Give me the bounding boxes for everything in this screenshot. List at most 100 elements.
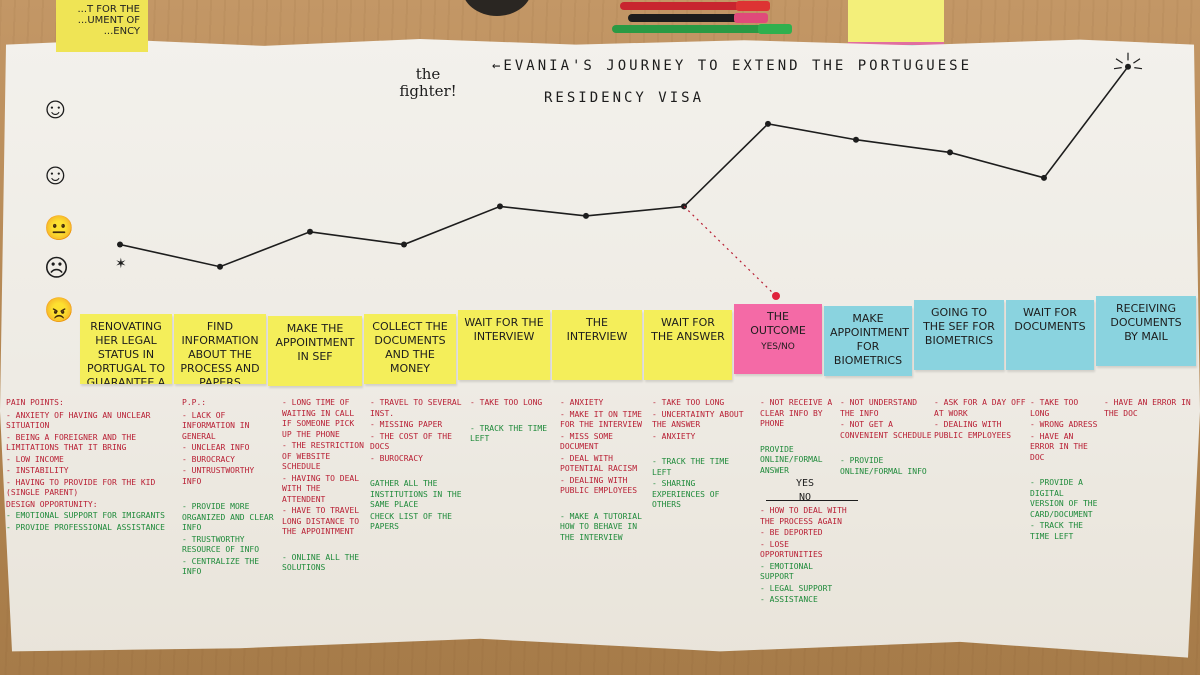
stage-note-label: The interview [566, 316, 628, 343]
design-opportunity: - Track the time left [1030, 521, 1083, 541]
pain-point: - Ask for a day off at work [934, 398, 1026, 418]
pain-point: - Dealing with public employees [934, 420, 1012, 440]
start-mark-icon: ✶ [115, 256, 127, 272]
emotion-point [307, 228, 313, 235]
outcome-yes-label: YES [795, 478, 815, 489]
pain-point: - How to deal with the process again [760, 506, 847, 526]
design-opportunity: - Trustworthy resource of info [182, 534, 260, 555]
pain-point: - Wrong adress [1030, 420, 1098, 429]
sparkle-stroke [1134, 67, 1143, 70]
pain-point: - Long time of waiting in call if someon… [282, 398, 355, 439]
design-opportunity: - Track the time left [470, 423, 548, 444]
sparkle-stroke [1115, 58, 1123, 64]
pain-point: - Deal with potential racism [560, 453, 638, 474]
pain-point: - Anxiety [652, 431, 696, 441]
emotion-line [119, 66, 1129, 268]
emotion-point [497, 203, 503, 210]
design-opportunity: - Provide online/formal info [840, 456, 927, 476]
design-opportunity: - Provide a digital version of the card/… [1030, 478, 1098, 519]
pain-point: - Not get a convenient schedule [840, 420, 932, 440]
stage-notes-column: - Take too long- Uncertainty about the a… [652, 398, 752, 638]
pain-point: - Lack of information in general [182, 410, 250, 441]
stage-note-label: Wait for documents [1014, 306, 1086, 333]
pain-point: - Having to deal with the attendent [282, 473, 360, 504]
design-opportunity: - Track the time left [652, 457, 730, 477]
design-opportunity: - Emotional support for imigrants [6, 511, 165, 520]
stage-note-label: Find information about the process and p… [180, 320, 260, 384]
green-marker [612, 24, 792, 34]
design-opportunity: - Emotional support [760, 561, 813, 582]
pain-point: - Anxiety of having an unclear situation [6, 410, 151, 431]
pain-point: - Being a foreigner and the limitations … [6, 432, 137, 453]
pain-point: - Having to provide for the kid (single … [6, 477, 156, 498]
pain-point: - Travel to several inst. [370, 398, 462, 418]
journey-title-line2: RESIDENCY VISA [544, 90, 705, 106]
stage-notes-column: - Not receive a clear info by phoneProvi… [760, 398, 850, 638]
pain-point: - Low income [6, 454, 64, 464]
stage-notes-column: - Travel to several inst.- Missing paper… [370, 398, 464, 638]
stage-note-label: Wait for the answer [651, 316, 725, 343]
pain-point: - Take too long [1030, 398, 1079, 418]
emotion-point [117, 241, 123, 248]
stage-notes-column: - Not understand the info- Not get a con… [840, 398, 932, 638]
pain-point: - Have an error in the doc [1030, 431, 1088, 462]
design-opportunity: - Online all the solutions [282, 552, 360, 573]
stage-note: Make the appointment in SEF [268, 316, 362, 386]
negative-outcome-branch [683, 205, 777, 297]
stage-note: Wait for documents [1006, 300, 1094, 370]
design-opportunity: - Legal support [760, 583, 833, 593]
stage-note-sub: Yes/No [761, 342, 795, 352]
design-opportunity: - Make a tutorial how to behave in the i… [560, 511, 642, 542]
stage-note-label: Going to the SEF for biometrics [923, 306, 995, 347]
sparkle-stroke [1133, 58, 1141, 64]
stage-note: Make appointment for biometrics [824, 306, 912, 376]
pain-point: - Burocracy [370, 453, 423, 463]
stage-note-label: The outcome [750, 310, 806, 337]
stage-notes-column: - Anxiety- Make it on time for the inter… [560, 398, 650, 638]
coffee-cup [462, 0, 532, 16]
stage-note-label: Collect the documents and the money [372, 320, 448, 375]
pain-points-header: Pain points: [6, 398, 64, 407]
sticky-note-pad [848, 0, 944, 42]
very-happy-face-icon: ☺ [40, 92, 71, 125]
happy-face-icon: ☺ [40, 158, 71, 191]
design-opportunity: - Centralize the info [182, 556, 260, 577]
emotion-point [583, 212, 589, 219]
pain-point: - Anxiety [560, 398, 604, 407]
pain-point: - Be deported [760, 528, 823, 537]
stage-note: The outcomeYes/No [734, 304, 822, 374]
stage-note-label: Receiving documents by mail [1110, 302, 1182, 343]
emotion-point [1125, 63, 1131, 70]
pain-point: - Uncertainty about the answer [652, 409, 744, 430]
emotion-point [217, 263, 223, 270]
design-opportunity: Gather all the institutions in the same … [370, 479, 462, 509]
emotion-point [401, 241, 407, 248]
pain-point: - Miss some document [560, 431, 613, 452]
stage-note: Receiving documents by mail [1096, 296, 1196, 366]
stage-notes-column: Pain points: - Anxiety of having an uncle… [6, 398, 176, 638]
red-marker [620, 1, 770, 11]
pain-point: - Take too long [470, 398, 543, 407]
journey-title-line1: ←EVANIA'S JOURNEY TO EXTEND THE PORTUGUE… [492, 58, 973, 74]
pain-point: - Not receive a clear info by phone [760, 398, 833, 428]
design-opportunity: Check list of the papers [370, 511, 452, 532]
stage-note-label: Renovating her legal status in Portugal … [86, 320, 166, 384]
design-opportunity: - Provide more organized and clear info [182, 502, 274, 532]
pain-point: - Burocracy [182, 454, 235, 464]
stage-notes-column: - Have an error in the doc [1104, 398, 1194, 638]
stage-note: Wait for the interview [458, 310, 550, 380]
pain-point: - Lose opportunities [760, 539, 823, 560]
pain-point: - Not understand the info [840, 398, 918, 418]
pain-points-header: P.P.: [182, 398, 207, 407]
design-opportunity: - Sharing experiences of others [652, 479, 720, 509]
neutral-face-icon: 😐 [44, 215, 74, 242]
pain-point: - Have to travel long distance to the ap… [282, 506, 360, 536]
angry-face-icon: 😠 [44, 297, 74, 324]
pain-point: - Instability [6, 466, 69, 475]
negative-outcome-point [772, 292, 780, 300]
stage-notes-column: - Ask for a day off at work- Dealing wit… [934, 398, 1026, 638]
emotion-point [947, 149, 953, 156]
stage-note-label: Wait for the interview [464, 316, 544, 343]
outcome-no-label: NO [798, 491, 812, 503]
